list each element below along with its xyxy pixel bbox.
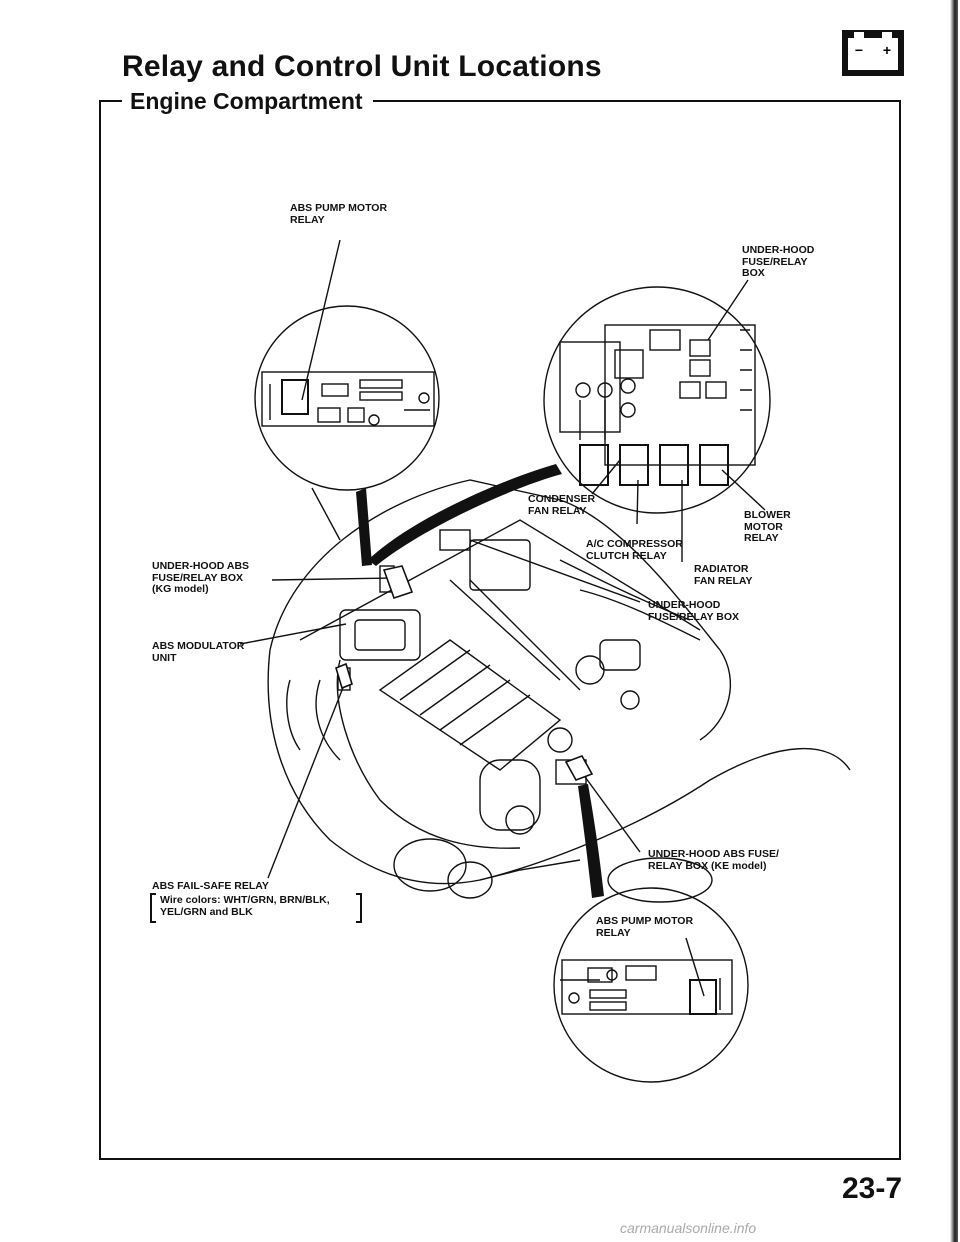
detail-circle-underhood-box xyxy=(543,286,771,514)
leader-abs-box-kg xyxy=(271,577,395,581)
battery-icon: − + xyxy=(842,30,904,76)
abs-pump-relay-drawing-top xyxy=(261,371,435,427)
label-underhood-fuse-relay-box-mid: UNDER-HOOD FUSE/RELAY BOX xyxy=(648,599,740,623)
watermark: carmanualsonline.info xyxy=(620,1220,757,1236)
label-condenser-fan-relay: CONDENSER FAN RELAY xyxy=(528,493,596,517)
detail-circle-abs-pump-top xyxy=(254,305,440,491)
leader-abs-pump-bottom xyxy=(685,937,705,997)
label-wire-colors: Wire colors: WHT/GRN, BRN/BLK, YEL/GRN a… xyxy=(160,894,330,918)
scan-edge xyxy=(950,0,958,1242)
label-underhood-abs-box-kg: UNDER-HOOD ABS FUSE/RELAY BOX (KG model) xyxy=(152,560,250,595)
label-radiator-fan-relay: RADIATOR FAN RELAY xyxy=(694,563,753,587)
label-abs-pump-motor-relay-top: ABS PUMP MOTOR RELAY xyxy=(290,202,388,226)
pointer-wedge-top-left xyxy=(356,488,372,566)
wire-colors-bracket-left xyxy=(150,893,156,923)
detail-circle-abs-pump-bottom xyxy=(553,887,749,1083)
diagram-frame xyxy=(99,100,901,1160)
leader-underhood-box-mid xyxy=(469,539,641,603)
leader-ac-clutch xyxy=(636,479,639,525)
car-body-outline xyxy=(267,479,851,903)
label-underhood-abs-box-ke: UNDER-HOOD ABS FUSE/ RELAY BOX (KE model… xyxy=(648,848,779,872)
leader-abs-box-ke xyxy=(579,769,641,853)
label-abs-modulator-unit: ABS MODULATOR UNIT xyxy=(152,640,245,664)
battery-plus-symbol: + xyxy=(883,42,891,58)
page-title: Relay and Control Unit Locations xyxy=(122,50,602,83)
leader-abs-modulator xyxy=(239,623,347,645)
engine-components-drawing xyxy=(336,529,701,849)
leader-abs-failsafe xyxy=(267,679,347,879)
section-heading: Engine Compartment xyxy=(122,88,373,115)
label-ac-compressor-clutch-relay: A/C COMPRESSOR CLUTCH RELAY xyxy=(586,538,683,562)
leader-blower xyxy=(721,469,766,511)
leader-underhood-box-top xyxy=(707,279,749,341)
label-abs-pump-motor-relay-bottom: ABS PUMP MOTOR RELAY xyxy=(596,915,694,939)
battery-minus-symbol: − xyxy=(855,42,863,58)
wire-colors-bracket-right xyxy=(356,893,362,923)
leader-condenser xyxy=(591,459,621,495)
leader-abs-pump-top-tail xyxy=(311,487,341,541)
label-abs-fail-safe-relay: ABS FAIL-SAFE RELAY xyxy=(152,880,269,892)
label-blower-motor-relay: BLOWER MOTOR RELAY xyxy=(744,509,791,544)
label-underhood-fuse-relay-box-top: UNDER-HOOD FUSE/RELAY BOX xyxy=(742,244,815,279)
pointer-wedge-bottom xyxy=(578,784,604,898)
abs-pump-relay-drawing-bottom xyxy=(560,959,733,1015)
page-number: 23-7 xyxy=(842,1172,903,1205)
leader-abs-pump-top xyxy=(301,239,341,401)
pointer-wedge-top-right xyxy=(368,464,562,566)
underhood-box-drawing xyxy=(559,324,756,486)
